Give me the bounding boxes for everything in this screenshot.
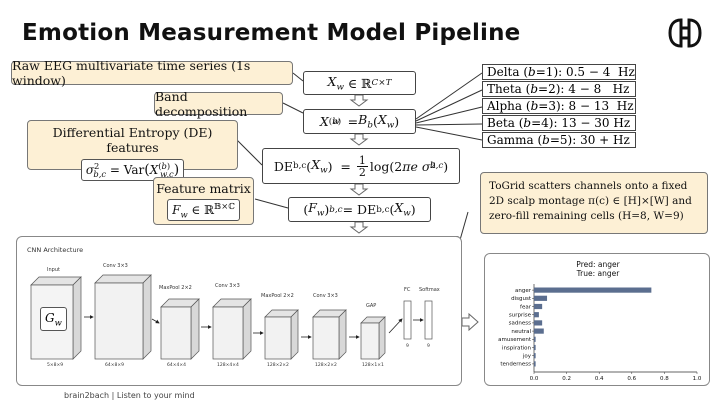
band-range: 13 − 30 Hz bbox=[561, 116, 631, 130]
prediction-bar-chart: anger disgust fear surprise sadness neutral am… bbox=[498, 284, 702, 382]
chart-bar bbox=[534, 303, 543, 310]
page-title: Emotion Measurement Model Pipeline bbox=[22, 20, 521, 46]
chart-category-label: tenderness bbox=[500, 362, 531, 368]
chart-category-label: fear bbox=[520, 304, 532, 310]
feature-matrix-formula: Fw ∈ ℝ𝔹×ℂ bbox=[167, 199, 240, 222]
chart-bar bbox=[534, 312, 539, 318]
de-features-note: Differential Entropy (DE) features σ2b,c… bbox=[27, 120, 238, 182]
cnn-layer-dims: 128×1×1 bbox=[362, 363, 384, 368]
raw-eeg-note: Raw EEG multivariate time series (1s win… bbox=[11, 58, 293, 88]
cnn-layer-name: Input bbox=[47, 267, 60, 273]
chart-category-label: sadness bbox=[509, 321, 531, 327]
cnn-layer-name: GAP bbox=[366, 303, 377, 309]
cnn-layer-dims: 128×4×4 bbox=[217, 363, 239, 368]
band-index: 5 bbox=[559, 133, 568, 147]
band-name: Alpha bbox=[487, 99, 523, 113]
band-index: 2 bbox=[548, 82, 556, 96]
cnn-layer-name: Conv 3×3 bbox=[103, 263, 128, 269]
cnn-layer-name: MaxPool 2×2 bbox=[261, 293, 294, 299]
footer-tagline: brain2bach | Listen to your mind bbox=[64, 391, 195, 400]
chart-x-tick-label: 0.6 bbox=[627, 376, 636, 382]
prediction-chart-panel: Pred: anger True: anger anger disgust fear… bbox=[484, 253, 710, 386]
band-name: Theta bbox=[487, 82, 522, 96]
de-features-note-text: Differential Entropy (DE) features bbox=[52, 125, 213, 155]
chart-category-label: anger bbox=[515, 288, 532, 294]
cnn-layer-dims: 9 bbox=[406, 344, 409, 349]
band-decomposition-note-text: Band decomposition bbox=[155, 88, 248, 119]
cnn-input-symbol-letter: G bbox=[45, 311, 55, 325]
feature-matrix-note-text: Feature matrix bbox=[156, 181, 251, 196]
cnn-input-symbol-sub: w bbox=[54, 317, 62, 328]
band-delta: Delta (b = 1): 0.5 − 4 Hz bbox=[482, 64, 636, 80]
band-range: 4 − 8 Hz bbox=[568, 82, 630, 96]
chart-x-tick-label: 0.0 bbox=[530, 376, 539, 382]
chart-bar bbox=[534, 320, 543, 326]
band-name: Beta bbox=[487, 116, 515, 130]
cnn-layer-dims: 9 bbox=[427, 344, 430, 349]
band-range: 8 − 13 Hz bbox=[568, 99, 634, 113]
band-range: 30 + Hz bbox=[580, 133, 630, 147]
feature-matrix-note: Feature matrix Fw ∈ ℝ𝔹×ℂ bbox=[153, 177, 254, 225]
togrid-note: ToGrid scatters channels onto a fixed 2D… bbox=[480, 172, 708, 234]
chart-x-tick-label: 0.2 bbox=[562, 376, 571, 382]
chart-category-label: surprise bbox=[509, 313, 532, 319]
band-decomposition-box: X(b)w = Bb(Xw) bbox=[303, 109, 416, 134]
cnn-diagram bbox=[30, 274, 433, 360]
brain2bach-logo-icon bbox=[668, 18, 702, 48]
chart-x-tick-label: 0.4 bbox=[595, 376, 604, 382]
chart-category-label: inspiration bbox=[502, 345, 532, 351]
chart-bar bbox=[534, 344, 536, 351]
band-beta: Beta (b = 4): 13 − 30 Hz bbox=[482, 115, 636, 131]
cnn-layer-name: FC bbox=[404, 287, 411, 293]
band-gamma: Gamma (b = 5): 30 + Hz bbox=[482, 132, 636, 148]
cnn-layer-dims: 64×8×9 bbox=[105, 363, 124, 368]
chart-bar bbox=[534, 361, 536, 367]
cnn-layer-dims: 128×2×2 bbox=[267, 363, 289, 368]
togrid-note-text: ToGrid scatters channels onto a fixed 2D… bbox=[489, 180, 692, 222]
cnn-layer-name: MaxPool 2×2 bbox=[159, 285, 192, 291]
chart-category-label: neutral bbox=[511, 329, 531, 335]
chart-category-label: amusement bbox=[498, 337, 532, 343]
chart-category-label: disgust bbox=[511, 296, 532, 302]
chart-x-tick-label: 0.8 bbox=[660, 376, 669, 382]
band-index: 1 bbox=[545, 65, 554, 79]
chart-bar bbox=[534, 336, 536, 342]
cnn-layer-name: Conv 3×3 bbox=[313, 293, 338, 299]
band-alpha: Alpha (b = 3): 8 − 13 Hz bbox=[482, 98, 636, 114]
cnn-layer-dims: 64×4×4 bbox=[167, 363, 186, 368]
de-formula: σ2b,c = Var(X(b)w,c) bbox=[80, 159, 185, 182]
chart-bar bbox=[534, 287, 652, 293]
chart-subtitle: True: anger bbox=[576, 269, 620, 278]
chart-x-tick-label: 1.0 bbox=[693, 376, 702, 382]
band-range: 0.5 − 4 Hz bbox=[565, 65, 635, 79]
chart-bar bbox=[534, 328, 544, 334]
band-name: Delta bbox=[487, 65, 520, 79]
cnn-layer-name: Softmax bbox=[419, 287, 440, 293]
band-index: 4 bbox=[541, 116, 549, 130]
chart-category-label: joy bbox=[522, 354, 532, 360]
chart-title: Pred: anger bbox=[576, 260, 620, 269]
cnn-input-symbol: Gw bbox=[40, 307, 67, 332]
raw-eeg-note-text: Raw EEG multivariate time series (1s win… bbox=[12, 58, 251, 88]
cnn-layer-name: Conv 3×3 bbox=[215, 283, 240, 289]
cnn-title: CNN Architecture bbox=[27, 246, 84, 254]
band-name: Gamma bbox=[487, 133, 534, 147]
cnn-layer-dims: 5×8×9 bbox=[47, 363, 64, 368]
band-decomposition-note: Band decomposition bbox=[154, 89, 283, 119]
chart-bar bbox=[534, 295, 548, 301]
band-index: 3 bbox=[548, 99, 556, 113]
cnn-layer-dims: 128×2×2 bbox=[315, 363, 337, 368]
chart-bar bbox=[534, 353, 536, 359]
band-theta: Theta (b = 2): 4 − 8 Hz bbox=[482, 81, 636, 97]
